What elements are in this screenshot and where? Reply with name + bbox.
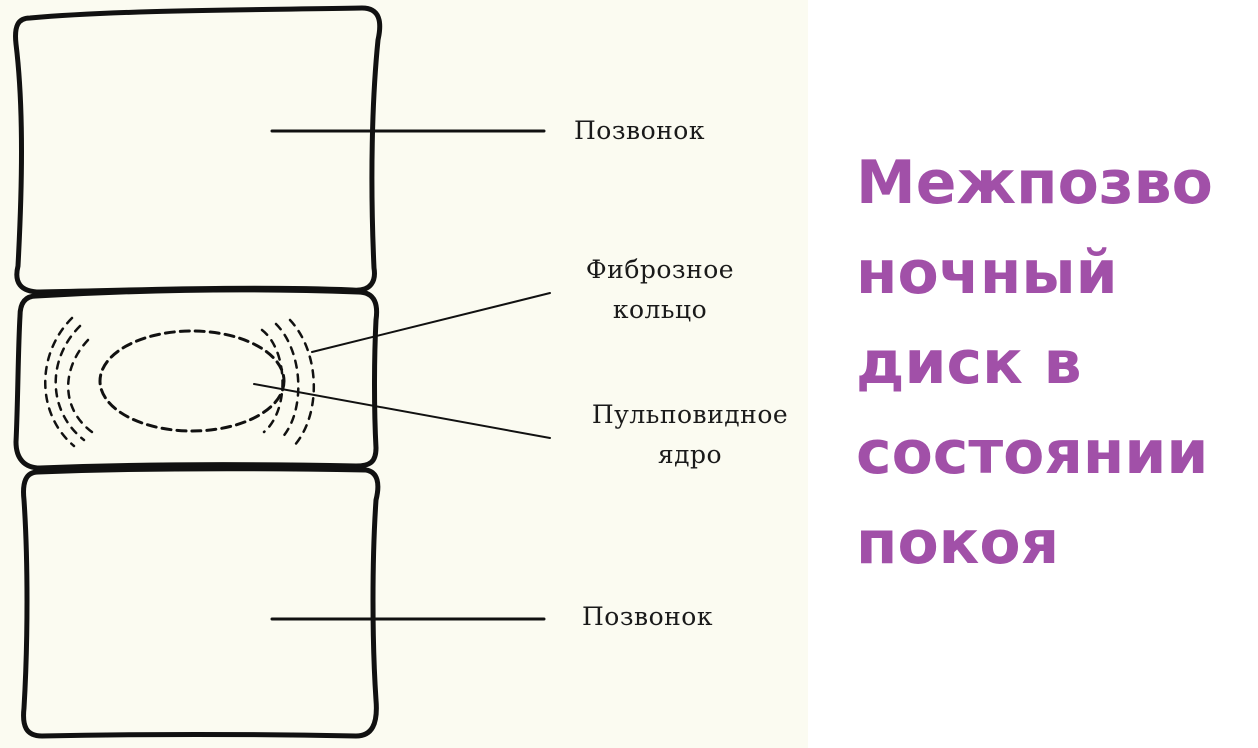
nucleus-label-line-2: ядро: [657, 440, 723, 469]
upper-vertebra-outline: [13, 5, 383, 295]
annulus-fibrosus-label: Фиброзное кольцо: [570, 250, 750, 330]
nucleus-label-line-1: Пульповидное: [591, 400, 789, 429]
vertebra-bottom-label: Позвонок: [582, 602, 713, 631]
spine-diagram: [13, 5, 551, 739]
spine-diagram-panel: Позвонок Фиброзное кольцо Пульповидное я…: [0, 0, 808, 748]
title-line-5: покоя: [856, 508, 1060, 578]
title-line-2: ночный: [856, 238, 1118, 308]
vertebra-top-label: Позвонок: [574, 116, 705, 145]
diagram-title: Межпозво ночный диск в состоянии покоя: [856, 138, 1248, 588]
annulus-leader-line: [311, 292, 551, 353]
nucleus-ellipse: [98, 329, 286, 433]
title-line-1: Межпозво: [856, 148, 1213, 218]
annulus-label-line-2: кольцо: [612, 295, 708, 324]
lower-vertebra-outline: [21, 466, 381, 739]
title-line-3: диск в: [856, 328, 1082, 398]
annulus-label-line-1: Фиброзное: [585, 255, 735, 284]
disc-outline: [13, 287, 380, 471]
nucleus-pulposus-label: Пульповидное ядро: [574, 395, 806, 475]
annulus-rings: [44, 316, 316, 448]
nucleus-leader-line: [253, 383, 551, 439]
title-line-4: состоянии: [856, 418, 1209, 488]
